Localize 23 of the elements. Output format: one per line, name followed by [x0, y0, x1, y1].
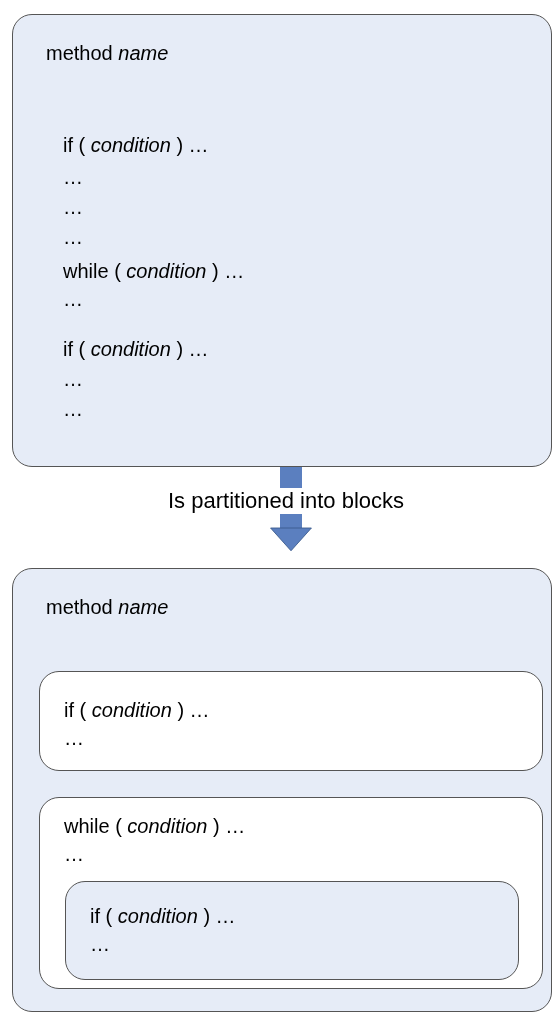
code-line: … — [63, 195, 83, 219]
code-line: if ( condition ) … — [90, 904, 236, 928]
method-heading: method name — [46, 41, 169, 65]
code-block-box — [39, 671, 543, 771]
code-line: if ( condition ) … — [63, 133, 209, 157]
code-line: … — [64, 842, 84, 866]
code-line: … — [90, 932, 110, 956]
code-block-box — [65, 881, 519, 980]
code-line: … — [63, 225, 83, 249]
code-block-box — [39, 797, 543, 989]
code-line: if ( condition ) … — [63, 337, 209, 361]
code-line: … — [63, 287, 83, 311]
method-heading: method name — [46, 595, 169, 619]
code-line: while ( condition ) … — [63, 259, 245, 283]
code-line: … — [63, 165, 83, 189]
code-line: … — [63, 397, 83, 421]
code-block-box — [12, 568, 552, 1012]
code-block-box — [12, 14, 552, 467]
code-line: if ( condition ) … — [64, 698, 210, 722]
code-line: while ( condition ) … — [64, 814, 246, 838]
code-line: … — [64, 726, 84, 750]
block-arrow — [270, 467, 312, 552]
code-line: … — [63, 367, 83, 391]
